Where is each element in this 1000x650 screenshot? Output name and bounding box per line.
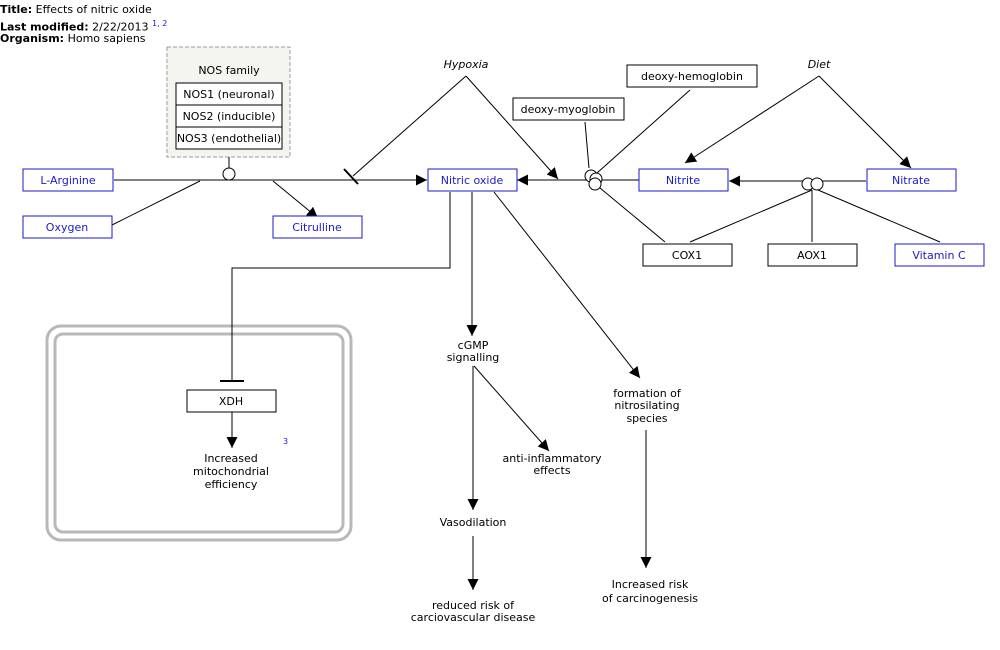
citrulline-label: Citrulline xyxy=(292,221,342,234)
l-arginine-node[interactable]: L-Arginine xyxy=(22,168,114,192)
hypoxia-inhibit-line xyxy=(352,75,467,177)
nos-anchor xyxy=(222,167,236,181)
nitric-oxide-label: Nitric oxide xyxy=(441,174,504,187)
vitamin-c-label: Vitamin C xyxy=(912,249,966,262)
nos2-label: NOS2 (inducible) xyxy=(183,110,276,123)
citrulline-node[interactable]: Citrulline xyxy=(272,215,363,239)
xdh-label: XDH xyxy=(219,395,243,408)
modified-value: 2/22/2013 xyxy=(92,20,149,34)
header-modified-line: Last modified: 2/22/2013 1, 2 xyxy=(0,17,167,35)
nitrite-label: Nitrite xyxy=(666,174,700,187)
nos-family-label: NOS family xyxy=(198,64,260,77)
carcinogenesis-label-2: of carcinogenesis xyxy=(602,592,698,605)
aox1-label: AOX1 xyxy=(797,249,827,262)
anti-inflammatory-label-1: anti-inflammatory xyxy=(503,452,602,465)
nos3-label: NOS3 (endothelial) xyxy=(177,132,281,145)
title-label: Title: xyxy=(0,3,33,16)
hypoxia-activate-line xyxy=(465,75,559,180)
nitrate-label: Nitrate xyxy=(892,174,930,187)
mito-label-2: mitochondrial xyxy=(193,465,269,478)
deoxy-myoglobin-label: deoxy-myoglobin xyxy=(521,103,616,116)
mitochondrion-compartment xyxy=(45,324,353,542)
oxygen-node[interactable]: Oxygen xyxy=(22,215,113,239)
vitamin-c-node[interactable]: Vitamin C xyxy=(894,243,985,267)
cox1-catalysis-line xyxy=(599,187,666,243)
formation-label-3: species xyxy=(626,412,667,425)
mito-label-3: efficiency xyxy=(205,478,258,491)
organism-label: Organism: xyxy=(0,32,65,45)
organism-value: Homo sapiens xyxy=(67,32,146,45)
cox1-to-nitrate-reaction-line xyxy=(689,189,813,243)
oxygen-to-reaction-line xyxy=(111,180,201,226)
title-value: Effects of nitric oxide xyxy=(35,3,152,16)
vitaminc-to-reaction-line xyxy=(817,189,941,243)
carcinogenesis-label-1: Increased risk xyxy=(612,578,689,591)
cox1-label: COX1 xyxy=(672,249,702,262)
hemoglobin-catalysis-line xyxy=(596,89,691,174)
modified-label: Last modified: xyxy=(0,20,89,34)
mito-ref-link[interactable]: 3 xyxy=(283,437,288,446)
interaction-lines xyxy=(111,75,941,590)
diet-label: Diet xyxy=(808,58,831,71)
reduced-risk-label-2: carciovascular disease xyxy=(411,611,536,624)
nos3-node[interactable]: NOS3 (endothelial) xyxy=(175,126,283,150)
anti-inflammatory-label-2: effects xyxy=(533,464,570,477)
effect-labels: cGMP signalling anti-inflammatory effect… xyxy=(193,339,698,624)
diet-to-nitrate-line xyxy=(818,75,912,169)
diet-to-nitrite-line xyxy=(684,75,820,164)
cgmp-label-2: signalling xyxy=(447,351,500,364)
header-title-line: Title: Effects of nitric oxide xyxy=(0,3,152,17)
modified-refs[interactable]: 1, 2 xyxy=(152,19,168,28)
nos2-node[interactable]: NOS2 (inducible) xyxy=(175,104,283,128)
deoxy-hemoglobin-node[interactable]: deoxy-hemoglobin xyxy=(626,64,758,88)
nos-family-group[interactable]: NOS family NOS1 (neuronal) NOS2 (inducib… xyxy=(166,46,291,158)
mito-label-1: Increased xyxy=(204,452,258,465)
cgmp-to-anti-line xyxy=(473,365,550,452)
xdh-node[interactable]: XDH xyxy=(186,389,277,413)
nitrate-node[interactable]: Nitrate xyxy=(866,168,957,192)
l-arginine-label: L-Arginine xyxy=(40,174,96,187)
deoxy-hemoglobin-label: deoxy-hemoglobin xyxy=(641,70,743,83)
nos1-node[interactable]: NOS1 (neuronal) xyxy=(175,82,283,106)
vasodilation-label: Vasodilation xyxy=(440,516,507,529)
deoxy-myoglobin-node[interactable]: deoxy-myoglobin xyxy=(512,97,625,121)
cox1-anchor xyxy=(588,177,602,191)
hypoxia-label: Hypoxia xyxy=(444,58,489,71)
aox1-node[interactable]: AOX1 xyxy=(767,243,858,267)
no-to-xdh-inhibit-line xyxy=(231,192,451,381)
aox1-anchor-right xyxy=(810,177,824,191)
header-organism-line: Organism: Homo sapiens xyxy=(0,32,146,46)
no-to-formation-line xyxy=(493,191,641,379)
formation-label-2: nitrosilating xyxy=(614,399,679,412)
cgmp-label-1: cGMP xyxy=(458,339,489,352)
anchor-points xyxy=(222,167,824,191)
cox1-node[interactable]: COX1 xyxy=(642,243,733,267)
nitric-oxide-node[interactable]: Nitric oxide xyxy=(427,168,518,192)
hypoxia-inhibit-bar xyxy=(343,168,359,185)
nitrite-node[interactable]: Nitrite xyxy=(638,168,729,192)
oxygen-label: Oxygen xyxy=(46,221,88,234)
reaction-to-citrulline-line xyxy=(272,180,319,219)
formation-label-1: formation of xyxy=(613,387,682,400)
reduced-risk-label-1: reduced risk of xyxy=(432,599,515,612)
nos1-label: NOS1 (neuronal) xyxy=(183,88,274,101)
myoglobin-catalysis-line xyxy=(584,121,590,169)
